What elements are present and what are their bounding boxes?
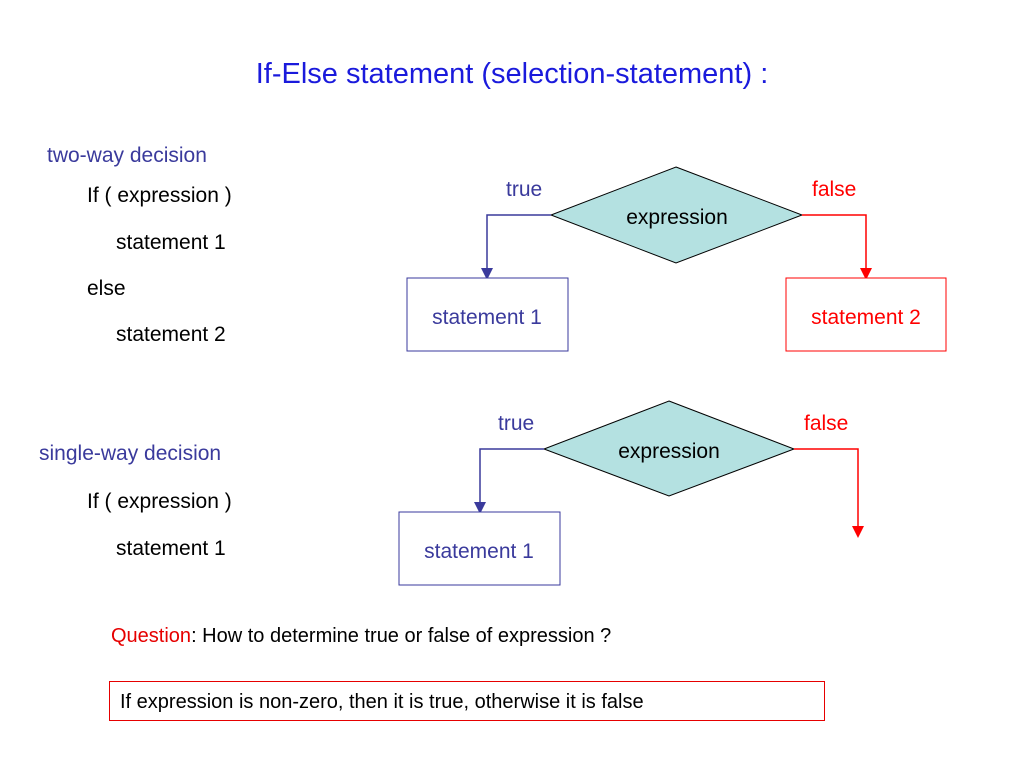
single-way-diamond-label: expression xyxy=(618,440,720,463)
code-line-if-single: If ( expression ) xyxy=(87,490,232,513)
single-way-true-connector xyxy=(474,448,544,514)
two-way-false-connector xyxy=(802,214,872,280)
single-way-true-box-label: statement 1 xyxy=(424,540,534,563)
code-line-statement-1-single: statement 1 xyxy=(116,537,226,560)
two-way-false-label: false xyxy=(812,178,856,201)
single-way-true-label: true xyxy=(498,412,534,435)
question-label: Question xyxy=(111,625,192,647)
two-way-true-box-label: statement 1 xyxy=(432,306,542,329)
two-way-true-connector xyxy=(481,214,551,280)
question-text: : How to determine true or false of expr… xyxy=(191,625,612,647)
two-way-diamond-label: expression xyxy=(626,206,728,229)
answer-box: If expression is non-zero, then it is tr… xyxy=(109,681,825,721)
code-line-else: else xyxy=(87,277,126,300)
single-way-true-box xyxy=(398,511,561,586)
two-way-false-box xyxy=(785,277,947,352)
single-way-false-connector xyxy=(794,448,864,538)
code-line-statement-2: statement 2 xyxy=(116,323,226,346)
two-way-true-label: true xyxy=(506,178,542,201)
two-way-true-box xyxy=(406,277,569,352)
single-way-diamond xyxy=(542,400,796,497)
two-way-diamond xyxy=(549,166,804,264)
two-way-false-box-label: statement 2 xyxy=(811,306,921,329)
single-way-heading: single-way decision xyxy=(39,442,222,465)
single-way-flowchart: expression true false statement 1 xyxy=(398,400,864,586)
two-way-flowchart: expression true false statement 1 statem… xyxy=(406,166,947,352)
code-line-if: If ( expression ) xyxy=(87,184,232,207)
page-title: If-Else statement (selection-statement) … xyxy=(255,58,769,90)
two-way-heading: two-way decision xyxy=(47,144,207,167)
code-line-statement-1: statement 1 xyxy=(116,231,226,254)
single-way-false-label: false xyxy=(804,412,848,435)
question-line: Question: How to determine true or false… xyxy=(111,625,611,648)
